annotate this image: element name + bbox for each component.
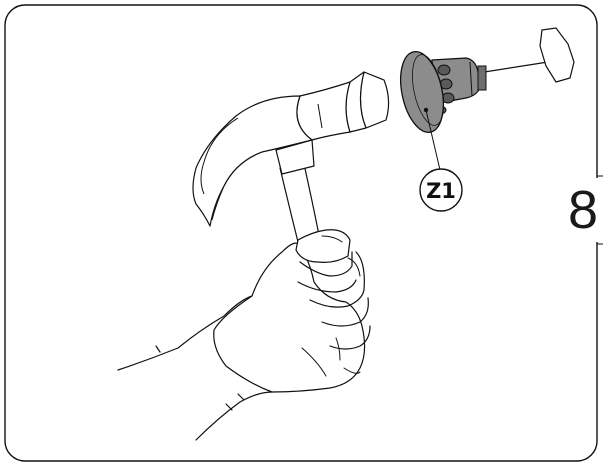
hand-icon xyxy=(118,230,370,440)
hammer-icon xyxy=(193,72,389,250)
step-number: 8 xyxy=(566,178,603,242)
part-leader-dot xyxy=(424,108,428,112)
nail-head xyxy=(540,28,574,82)
part-label: Z1 xyxy=(426,179,456,203)
dowel-part-z1 xyxy=(394,48,486,137)
nail-shaft xyxy=(478,62,548,73)
